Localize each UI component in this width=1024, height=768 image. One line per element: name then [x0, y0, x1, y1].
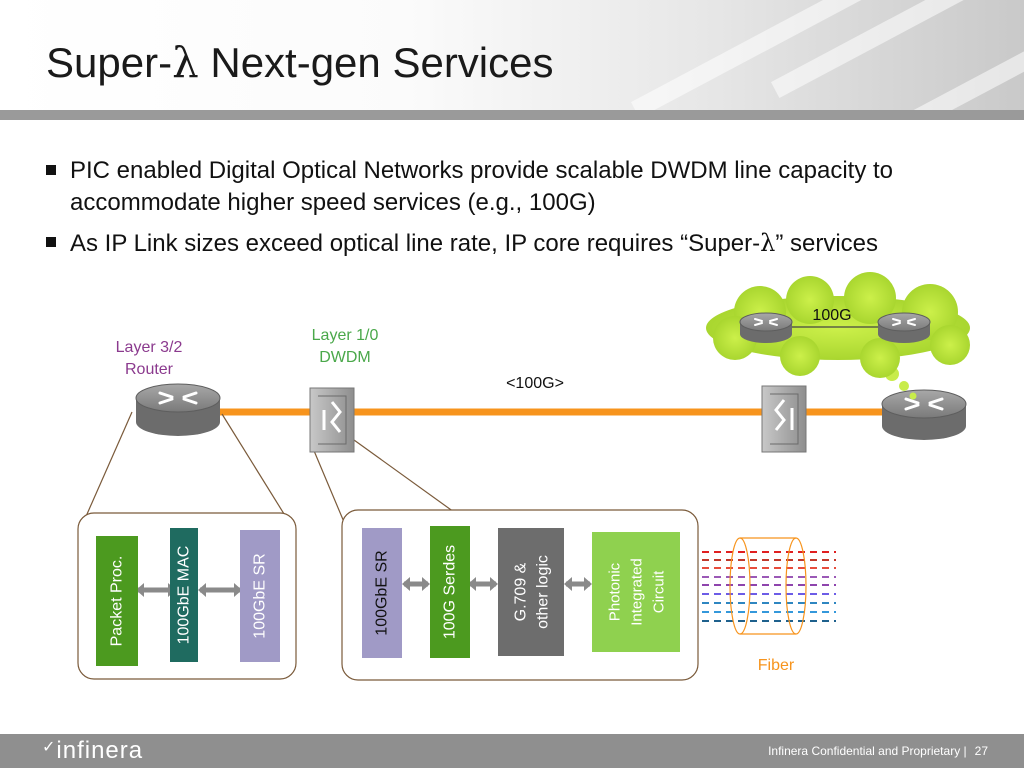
infinera-logo: ✓infinera — [42, 737, 143, 765]
footer-confidential: Infinera Confidential and Proprietary | 2… — [768, 744, 988, 758]
title-suffix: Next-gen Services — [198, 39, 554, 86]
fiber-cylinder-icon — [729, 537, 807, 635]
pic-label-line-2: Integrated — [629, 558, 646, 626]
thought-bubble — [899, 381, 909, 391]
bullet-1-text: PIC enabled Digital Optical Networks pro… — [70, 157, 894, 216]
title-prefix: Super- — [46, 39, 173, 86]
packet-proc-block — [96, 536, 138, 666]
cloud-capacity-label: 100G — [812, 307, 851, 324]
router-label-line-1: Layer 3/2 — [116, 339, 183, 356]
gbe-mac-block-fill — [170, 528, 198, 662]
right-dwdm-node-icon — [761, 385, 807, 453]
serdes-block — [430, 526, 470, 658]
gbe-sr-left-block — [240, 530, 280, 662]
pic-block — [592, 532, 680, 652]
gbe-mac-label: 100GbE MAC — [176, 546, 193, 645]
footer-bar: ✓infinera Infinera Confidential and Prop… — [0, 734, 1024, 768]
pic-label-line-3: Circuit — [651, 570, 668, 613]
cloud-router-right-icon — [877, 312, 931, 343]
title-header: Super-λ Next-gen Services — [0, 0, 1024, 110]
g709-logic-block — [498, 528, 564, 656]
bullet-square-icon — [46, 165, 56, 175]
left-block-arrows — [136, 583, 242, 597]
cloud-router-left-icon — [739, 312, 793, 343]
bullet-2-text-before: As IP Link sizes exceed optical line rat… — [70, 230, 761, 257]
fiber-label: Fiber — [758, 657, 795, 674]
pic-label-line-1: Photonic — [607, 562, 624, 621]
g709-label-line-2: other logic — [535, 555, 552, 629]
dwdm-label-line-1: Layer 1/0 — [312, 327, 379, 344]
zoom-line — [79, 411, 133, 531]
serdes-label: 100G Serdes — [442, 545, 459, 639]
packet-proc-label: Packet Proc. — [109, 556, 126, 647]
page-number: 27 — [974, 744, 988, 758]
logo-check-icon: ✓ — [42, 739, 57, 756]
bullet-1: PIC enabled Digital Optical Networks pro… — [46, 155, 946, 219]
right-router-icon — [881, 389, 967, 440]
logo-text: infinera — [56, 737, 144, 764]
left-dwdm-node-icon — [309, 387, 355, 453]
bullet-2: As IP Link sizes exceed optical line rat… — [46, 227, 946, 260]
bullet-2-text-after: ” services — [775, 230, 879, 257]
zoom-line — [221, 413, 295, 531]
gbe-sr-right-block — [362, 528, 402, 658]
slide-title: Super-λ Next-gen Services — [46, 38, 554, 87]
gbe-sr-left-label: 100GbE SR — [252, 553, 269, 638]
gbe-sr-right-label: 100GbE SR — [374, 550, 391, 635]
title-lambda: λ — [172, 38, 199, 87]
fiber-wavelength-lines — [702, 551, 836, 622]
bullet-square-icon — [46, 237, 56, 247]
title-underline-bar — [0, 110, 1024, 120]
bullet-2-lambda: λ — [760, 229, 776, 257]
bullet-2-text: As IP Link sizes exceed optical line rat… — [70, 227, 946, 260]
left-router-icon — [135, 383, 221, 436]
zoom-line — [311, 445, 345, 523]
confidential-text: Infinera Confidential and Proprietary | — [768, 744, 967, 758]
thought-bubble — [909, 392, 917, 400]
link-capacity-label: <100G> — [506, 375, 564, 392]
dwdm-label-line-2: DWDM — [319, 349, 371, 366]
right-block-arrows — [402, 577, 592, 591]
router-label-line-2: Router — [125, 361, 174, 378]
zoom-line — [353, 439, 455, 513]
g709-label-line-1: G.709 & — [513, 562, 530, 621]
